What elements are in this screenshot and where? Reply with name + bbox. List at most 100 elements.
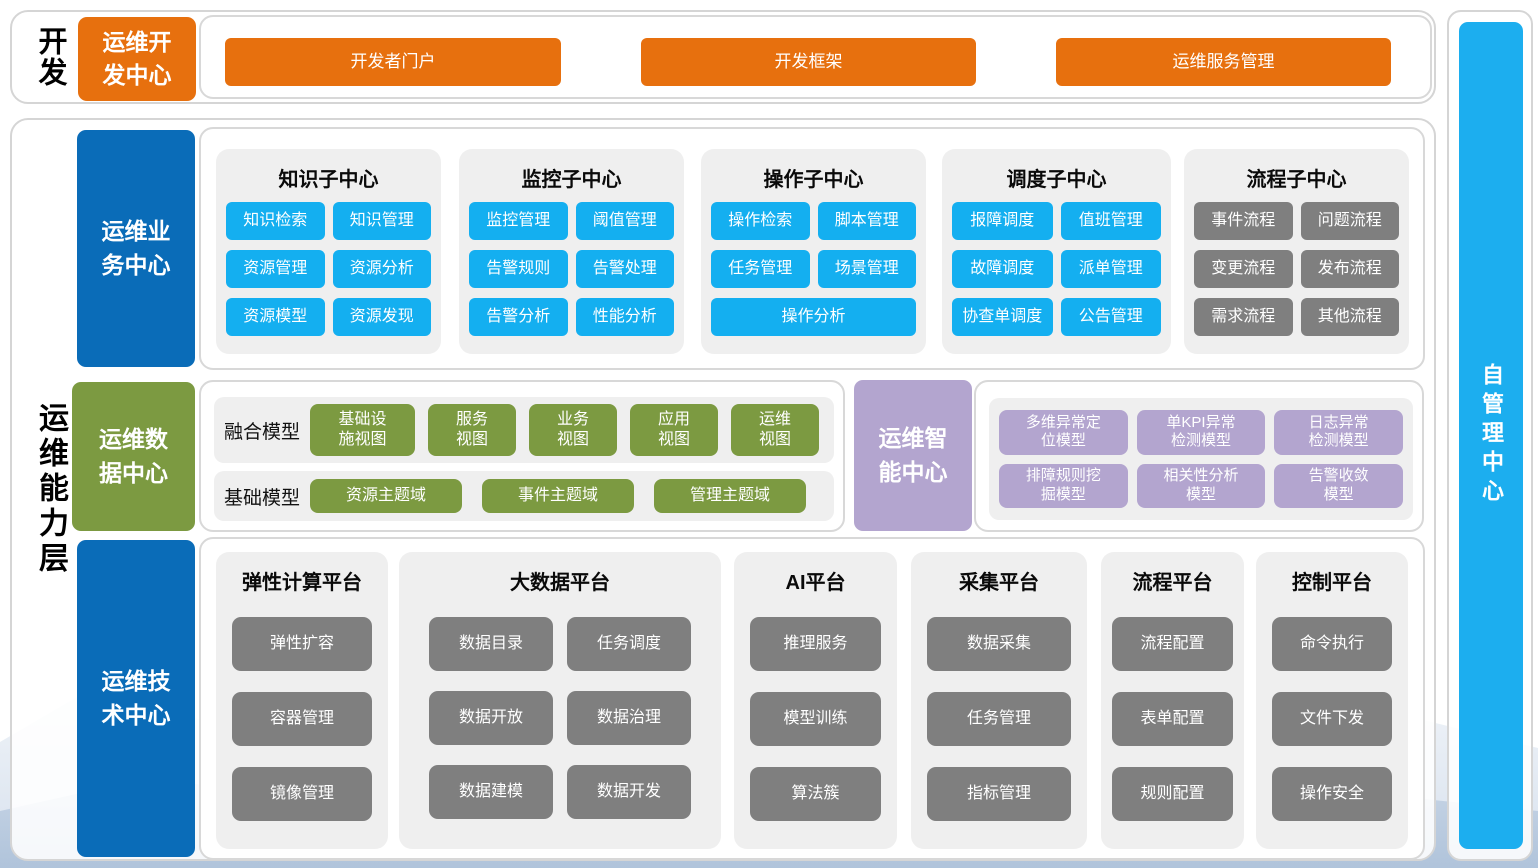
- alert-convergence-model-button[interactable]: 告警收敛 模型: [1274, 463, 1403, 508]
- ops-service-mgmt-button[interactable]: 运维服务管理: [1056, 38, 1391, 86]
- data-center-frame: 融合模型 基础设 施视图 服务 视图 业务 视图 应用 视图 运维 视图 基础模…: [199, 380, 845, 532]
- data-open-button[interactable]: 数据开放: [429, 691, 553, 745]
- fault-dispatch-button[interactable]: 故障调度: [952, 250, 1053, 288]
- single-kpi-anomaly-model-button[interactable]: 单KPI异常 检测模型: [1136, 410, 1266, 455]
- business-view-button[interactable]: 业务 视图: [529, 404, 617, 456]
- change-process-button[interactable]: 变更流程: [1194, 250, 1293, 288]
- elastic-compute-platform-panel: 弹性计算平台 弹性扩容 容器管理 镜像管理: [216, 552, 388, 849]
- intelligence-center-box: 运维智 能中心: [854, 380, 972, 531]
- operation-analysis-button[interactable]: 操作分析: [711, 298, 916, 336]
- release-process-button[interactable]: 发布流程: [1300, 250, 1399, 288]
- multidim-anomaly-model-button[interactable]: 多维异常定 位模型: [999, 410, 1128, 455]
- elastic-scaling-button[interactable]: 弹性扩容: [232, 617, 372, 671]
- operation-subcenter-title: 操作子中心: [763, 169, 864, 191]
- data-development-button[interactable]: 数据开发: [567, 765, 691, 819]
- demand-process-button[interactable]: 需求流程: [1194, 298, 1293, 336]
- correlation-analysis-model-button[interactable]: 相关性分析 模型: [1136, 463, 1266, 508]
- image-mgmt-button[interactable]: 镜像管理: [232, 767, 372, 821]
- dev-framework-button[interactable]: 开发框架: [641, 38, 976, 86]
- co-investigation-dispatch-button[interactable]: 协查单调度: [952, 298, 1053, 336]
- bigdata-platform-title: 大数据平台: [510, 572, 610, 594]
- dispatch-subcenter-title: 调度子中心: [1006, 169, 1107, 191]
- alert-handling-button[interactable]: 告警处理: [575, 250, 674, 288]
- file-distribution-button[interactable]: 文件下发: [1272, 692, 1392, 746]
- application-view-button[interactable]: 应用 视图: [630, 404, 718, 456]
- monitoring-subcenter-panel: 监控子中心 监控管理 阈值管理 告警规则 告警处理 告警分析 性能分析: [459, 149, 684, 354]
- dev-buttons-frame: 开发者门户 开发框架 运维服务管理: [199, 15, 1432, 99]
- capability-layer-side-label: 运维能力层: [34, 402, 67, 577]
- command-execution-button[interactable]: 命令执行: [1272, 617, 1392, 671]
- alert-rule-button[interactable]: 告警规则: [469, 250, 568, 288]
- technology-center-frame: 弹性计算平台 弹性扩容 容器管理 镜像管理 大数据平台 数据目录 任务调度 数据…: [199, 537, 1425, 860]
- capability-layer-frame: 运维能力层 运维业 务中心 知识子中心 知识检索 知识管理 资源管理 资源分析 …: [10, 118, 1436, 861]
- technology-center-box: 运维技 术中心: [77, 540, 195, 857]
- process-config-button[interactable]: 流程配置: [1112, 617, 1233, 671]
- alert-analysis-button[interactable]: 告警分析: [469, 298, 568, 336]
- ai-platform-panel: AI平台 推理服务 模型训练 算法簇: [734, 552, 897, 849]
- log-anomaly-model-button[interactable]: 日志异常 检测模型: [1274, 410, 1403, 455]
- knowledge-subcenter-title: 知识子中心: [278, 169, 379, 191]
- model-training-button[interactable]: 模型训练: [750, 692, 881, 746]
- intelligence-center-frame: 多维异常定 位模型 单KPI异常 检测模型 日志异常 检测模型 排障规则挖 掘模…: [974, 380, 1424, 532]
- fusion-model-row: 融合模型 基础设 施视图 服务 视图 业务 视图 应用 视图 运维 视图: [214, 397, 834, 463]
- process-platform-title: 流程平台: [1132, 572, 1213, 594]
- other-process-button[interactable]: 其他流程: [1300, 298, 1399, 336]
- metric-mgmt-button[interactable]: 指标管理: [927, 767, 1071, 821]
- resource-analysis-button[interactable]: 资源分析: [332, 250, 431, 288]
- knowledge-subcenter-panel: 知识子中心 知识检索 知识管理 资源管理 资源分析 资源模型 资源发现: [216, 149, 441, 354]
- duty-mgmt-button[interactable]: 值班管理: [1060, 202, 1161, 240]
- troubleshoot-rule-mining-model-button[interactable]: 排障规则挖 掘模型: [999, 463, 1128, 508]
- service-view-button[interactable]: 服务 视图: [428, 404, 516, 456]
- business-center-frame: 知识子中心 知识检索 知识管理 资源管理 资源分析 资源模型 资源发现 监控子中…: [199, 127, 1425, 370]
- ticket-dispatch-button[interactable]: 派单管理: [1060, 250, 1161, 288]
- process-subcenter-title: 流程子中心: [1246, 169, 1347, 191]
- fault-report-dispatch-button[interactable]: 报障调度: [952, 202, 1053, 240]
- resource-model-button[interactable]: 资源模型: [226, 298, 325, 336]
- base-model-label: 基础模型: [223, 487, 300, 509]
- event-domain-button[interactable]: 事件主题域: [482, 479, 634, 513]
- developer-portal-button[interactable]: 开发者门户: [225, 38, 561, 86]
- announcement-mgmt-button[interactable]: 公告管理: [1060, 298, 1161, 336]
- control-platform-panel: 控制平台 命令执行 文件下发 操作安全: [1256, 552, 1408, 849]
- container-mgmt-button[interactable]: 容器管理: [232, 692, 372, 746]
- problem-process-button[interactable]: 问题流程: [1300, 202, 1399, 240]
- task-mgmt-button[interactable]: 任务管理: [711, 250, 810, 288]
- threshold-mgmt-button[interactable]: 阈值管理: [575, 202, 674, 240]
- data-governance-button[interactable]: 数据治理: [567, 691, 691, 745]
- monitor-mgmt-button[interactable]: 监控管理: [469, 202, 568, 240]
- collection-task-mgmt-button[interactable]: 任务管理: [927, 692, 1071, 746]
- resource-discovery-button[interactable]: 资源发现: [332, 298, 431, 336]
- performance-analysis-button[interactable]: 性能分析: [575, 298, 674, 336]
- management-domain-button[interactable]: 管理主题域: [654, 479, 806, 513]
- script-mgmt-button[interactable]: 脚本管理: [817, 202, 916, 240]
- data-catalog-button[interactable]: 数据目录: [429, 617, 553, 671]
- elastic-compute-platform-title: 弹性计算平台: [242, 572, 362, 594]
- knowledge-search-button[interactable]: 知识检索: [226, 202, 325, 240]
- rule-config-button[interactable]: 规则配置: [1112, 767, 1233, 821]
- resource-domain-button[interactable]: 资源主题域: [310, 479, 462, 513]
- incident-process-button[interactable]: 事件流程: [1194, 202, 1293, 240]
- operation-subcenter-panel: 操作子中心 操作检索 脚本管理 任务管理 场景管理 操作分析: [701, 149, 926, 354]
- operation-security-button[interactable]: 操作安全: [1272, 767, 1392, 821]
- dev-center-box: 运维开 发中心: [78, 17, 196, 101]
- resource-mgmt-button[interactable]: 资源管理: [226, 250, 325, 288]
- dispatch-subcenter-panel: 调度子中心 报障调度 值班管理 故障调度 派单管理 协查单调度 公告管理: [942, 149, 1171, 354]
- self-management-frame: 自管理中心: [1447, 10, 1533, 861]
- form-config-button[interactable]: 表单配置: [1112, 692, 1233, 746]
- task-scheduling-button[interactable]: 任务调度: [567, 617, 691, 671]
- data-collection-button[interactable]: 数据采集: [927, 617, 1071, 671]
- data-modeling-button[interactable]: 数据建模: [429, 765, 553, 819]
- operation-search-button[interactable]: 操作检索: [711, 202, 810, 240]
- ops-view-button[interactable]: 运维 视图: [731, 404, 819, 456]
- data-center-box: 运维数 据中心: [72, 382, 195, 531]
- infrastructure-view-button[interactable]: 基础设 施视图: [310, 404, 415, 456]
- inference-service-button[interactable]: 推理服务: [750, 617, 881, 671]
- bigdata-platform-panel: 大数据平台 数据目录 任务调度 数据开放 数据治理 数据建模 数据开发: [399, 552, 721, 849]
- dev-section-frame: 开发 运维开 发中心 开发者门户 开发框架 运维服务管理: [10, 10, 1436, 104]
- algorithm-cluster-button[interactable]: 算法簇: [750, 767, 881, 821]
- collection-platform-title: 采集平台: [959, 572, 1039, 594]
- knowledge-mgmt-button[interactable]: 知识管理: [332, 202, 431, 240]
- scenario-mgmt-button[interactable]: 场景管理: [817, 250, 916, 288]
- self-management-bar: 自管理中心: [1459, 22, 1523, 849]
